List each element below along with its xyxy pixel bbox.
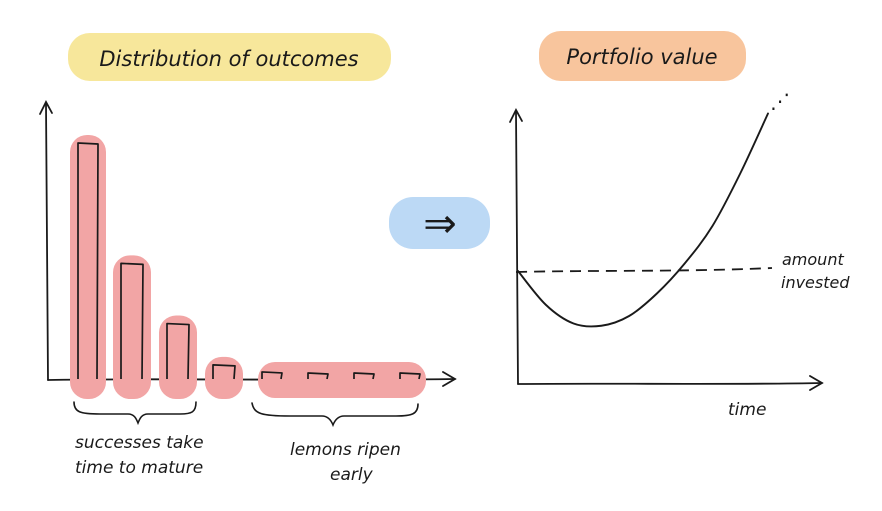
bar: [120, 262, 144, 380]
bar: [166, 322, 190, 380]
bar-highlight: [205, 356, 243, 399]
right-title-group: Portfolio value: [539, 31, 746, 81]
bar-highlight: [159, 315, 197, 399]
successes-brace: [73, 401, 197, 426]
amount-invested-label: amount invested: [781, 250, 850, 292]
bar: [261, 371, 283, 380]
bar: [399, 372, 421, 380]
successes-annotation-line2: time to mature: [75, 458, 203, 478]
x-axis-label-time: time: [728, 400, 766, 420]
left-x-axis-arrowhead: [442, 371, 457, 387]
bar: [77, 142, 99, 380]
right-y-axis-arrowhead: [509, 108, 523, 123]
bar: [353, 372, 375, 380]
bar-highlight: [113, 255, 151, 399]
left-title-highlight: [68, 33, 391, 81]
amount-invested-label-line2: invested: [781, 273, 850, 292]
bar-group: [70, 135, 426, 399]
continuation-mark: ⋰: [770, 89, 790, 113]
braces: [73, 401, 419, 428]
portfolio-value-curve: [517, 112, 769, 328]
left-title-group: Distribution of outcomes: [68, 33, 391, 81]
bar: [307, 372, 329, 380]
right-x-axis: [517, 382, 823, 385]
amount-invested-dashed-line: [515, 267, 773, 273]
lemons-highlight: [258, 362, 426, 398]
bar-highlight: [70, 135, 106, 399]
successes-annotation-line1: successes take: [75, 433, 204, 453]
lemons-annotation-line1: lemons ripen: [290, 440, 401, 460]
right-title-highlight: [539, 31, 746, 81]
right-y-axis: [515, 111, 519, 385]
left-title: Distribution of outcomes: [99, 47, 358, 71]
portfolio-curve-group: [517, 112, 769, 328]
left-annotations: successes take time to mature lemons rip…: [75, 433, 401, 485]
implies-arrow-icon: ⇒: [423, 201, 457, 247]
arrow-highlight: [389, 197, 490, 249]
bar: [212, 363, 236, 380]
right-x-axis-arrowhead: [809, 375, 824, 391]
lemons-annotation-line2: early: [330, 465, 374, 485]
right-title: Portfolio value: [566, 45, 717, 69]
center-arrow-group: ⇒: [389, 197, 490, 249]
lemons-brace: [251, 402, 419, 428]
left-y-axis: [45, 103, 49, 381]
left-y-axis-arrowhead: [39, 100, 53, 115]
amount-invested-label-line1: amount: [782, 250, 844, 269]
right-axes: [509, 108, 824, 391]
